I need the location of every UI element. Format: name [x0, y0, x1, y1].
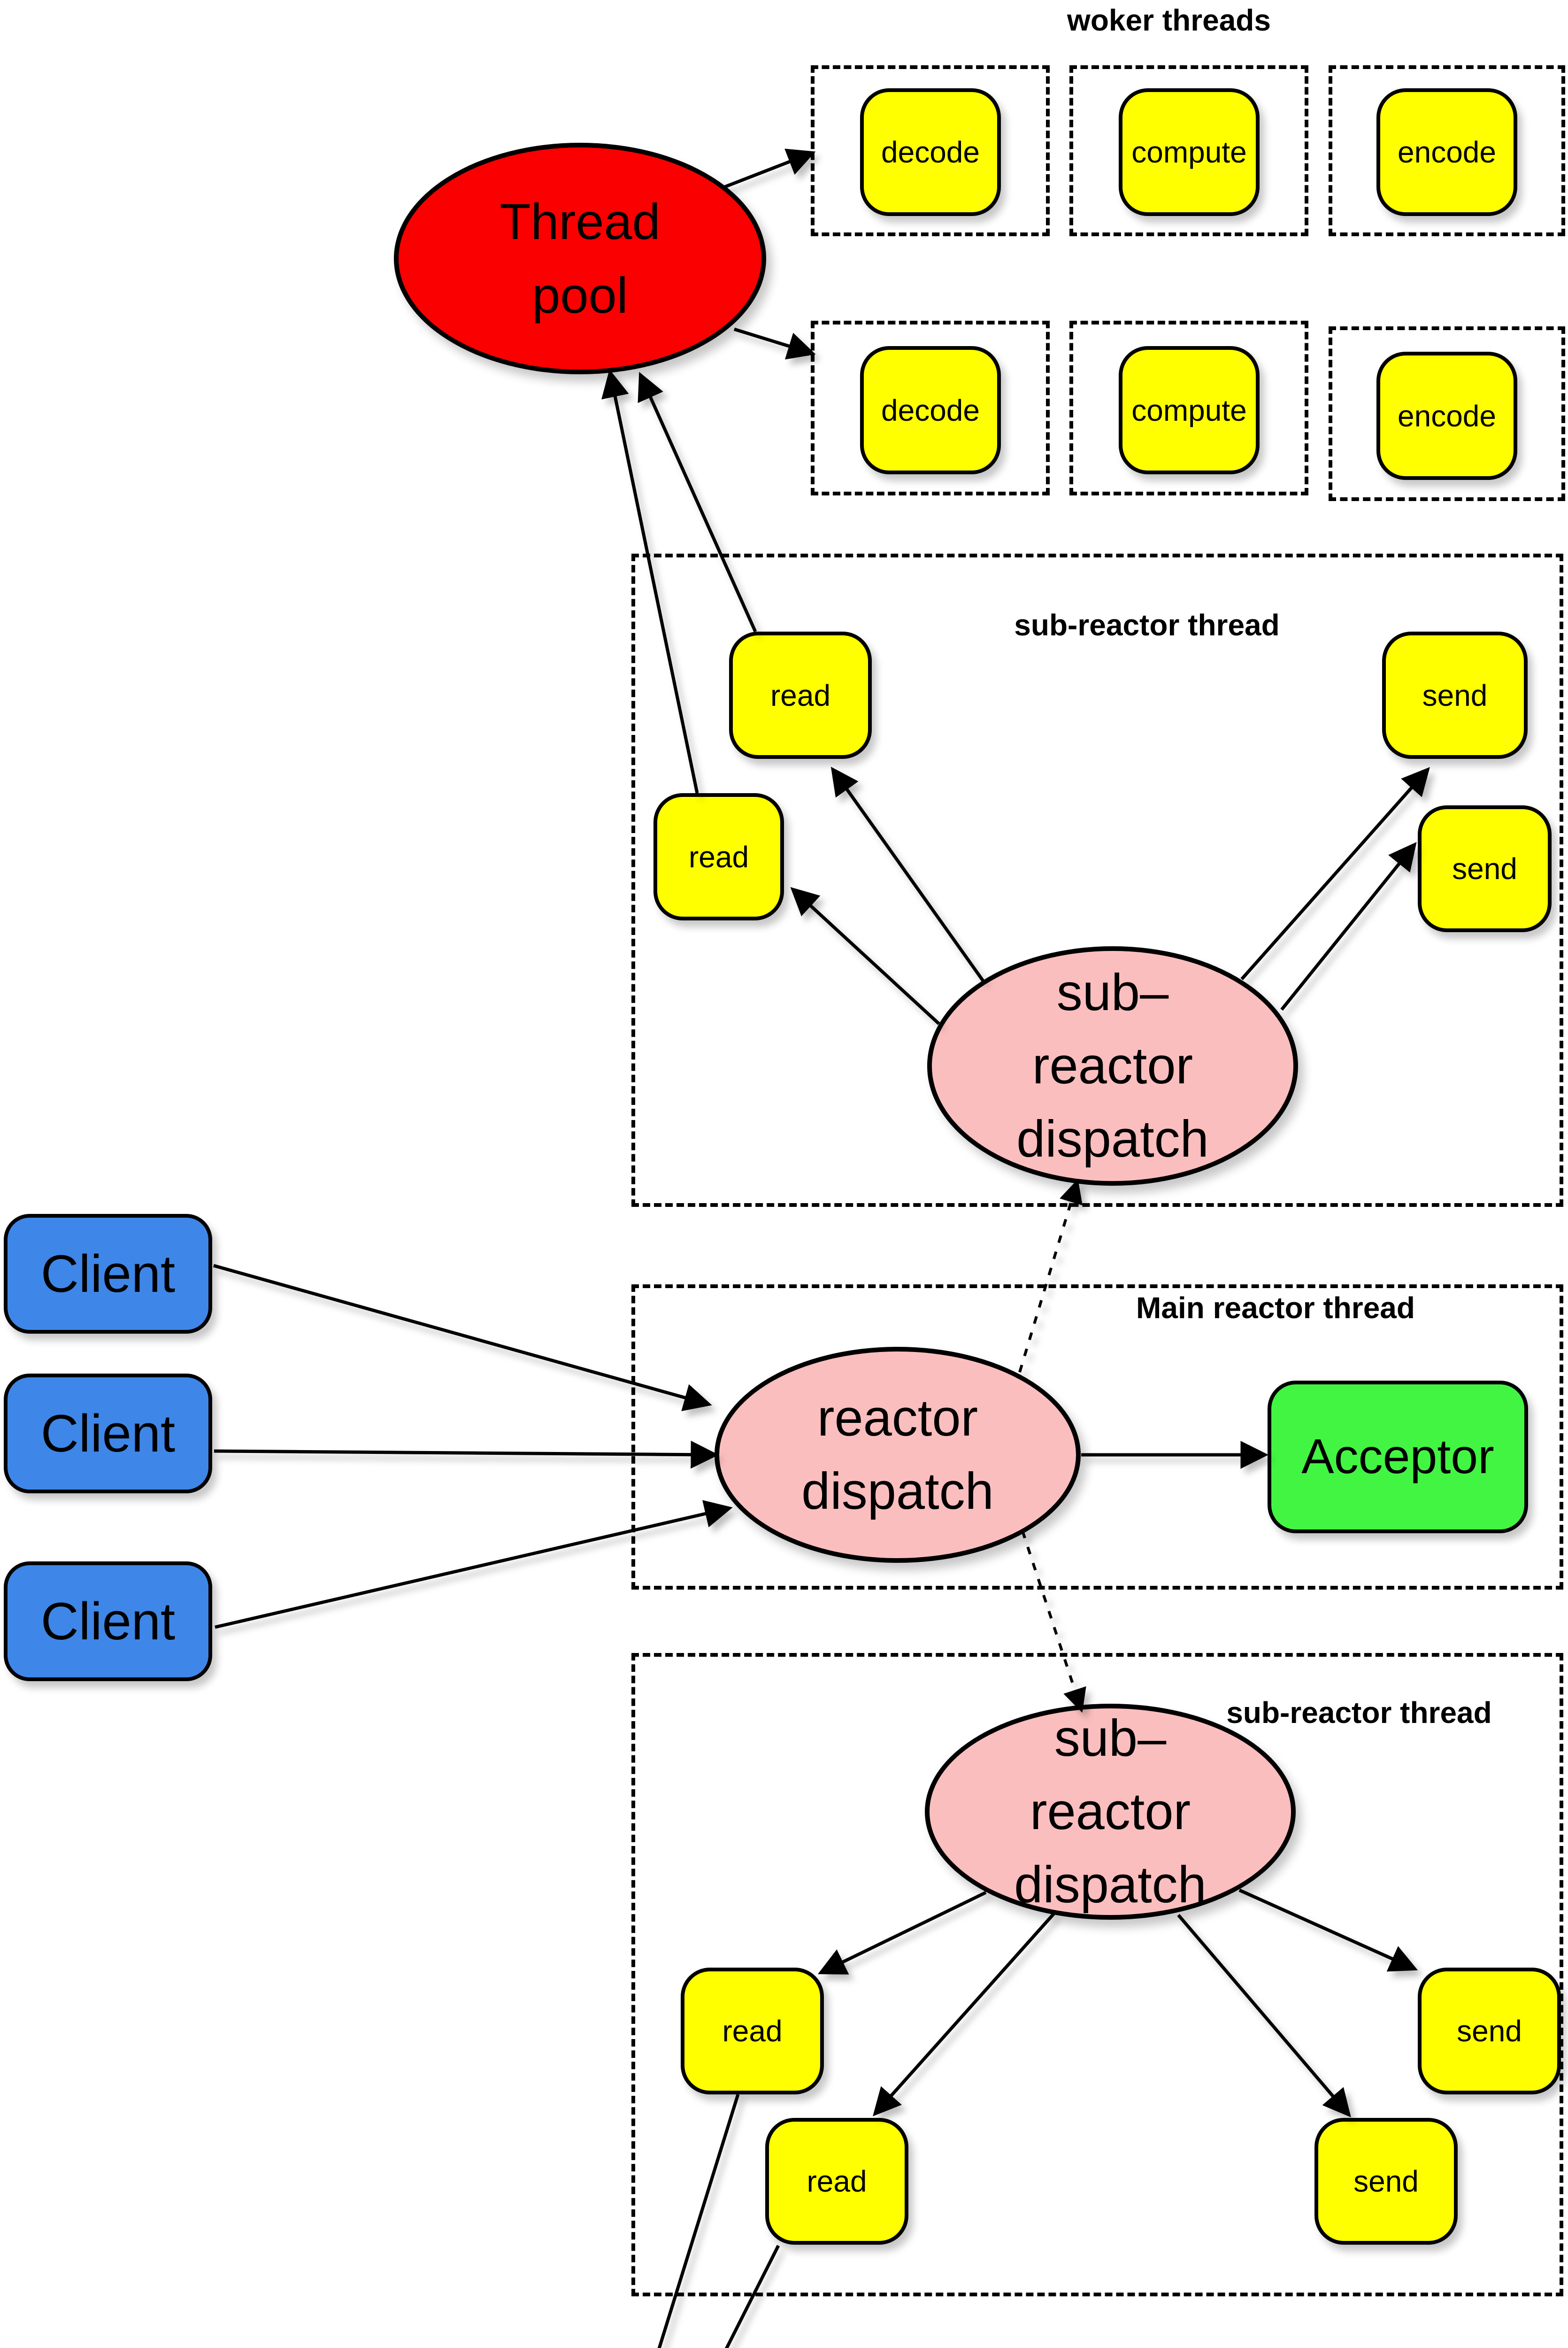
sub-reactor-dispatch-line3: dispatch: [1016, 1110, 1209, 1168]
sub-reactor-dispatch-bottom: sub– reactor dispatch: [925, 1704, 1296, 1920]
worker-cell-encode: encode: [1376, 352, 1517, 480]
worker-threads-bottom-label: woker threads: [1060, 2345, 1263, 2348]
sub-reactor-top-label: sub-reactor thread: [1014, 608, 1280, 642]
worker-thread-box: [1069, 65, 1308, 236]
main-reactor-thread-box: [631, 1284, 1563, 1590]
acceptor-node: Acceptor: [1268, 1381, 1528, 1533]
client-node: Client: [4, 1561, 212, 1681]
send-cell: send: [1382, 632, 1528, 759]
reactor-dispatch: reactor dispatch: [715, 1347, 1081, 1563]
read-cell: read: [765, 2118, 908, 2245]
sub-reactor-dispatch-line2: reactor: [1032, 1036, 1193, 1095]
sub-reactor-dispatch-line2: reactor: [1030, 1782, 1191, 1840]
sub-reactor-dispatch-line1: sub–: [1054, 1709, 1167, 1767]
reactor-dispatch-line1: reactor: [817, 1389, 978, 1447]
worker-cell-encode: encode: [1376, 88, 1517, 216]
worker-thread-box: [811, 321, 1050, 495]
sub-reactor-dispatch-top: sub– reactor dispatch: [927, 946, 1298, 1186]
arrow-threadpool-top-to-worker-row2: [733, 327, 816, 360]
worker-thread-box: [1069, 321, 1308, 495]
read-cell: read: [653, 793, 784, 920]
main-reactor-label: Main reactor thread: [1136, 1291, 1415, 1325]
worker-cell-compute: compute: [1119, 88, 1260, 216]
sub-reactor-bottom-label: sub-reactor thread: [1226, 1696, 1492, 1730]
send-cell: send: [1418, 805, 1552, 932]
send-cell: send: [1314, 2118, 1458, 2245]
thread-pool-label-line1: Thread: [500, 193, 661, 250]
worker-cell-decode: decode: [860, 346, 1001, 474]
worker-threads-top-label: woker threads: [1067, 3, 1271, 37]
send-cell: send: [1418, 1968, 1561, 2094]
thread-pool-top: Thread pool: [394, 143, 766, 374]
read-cell: read: [681, 1968, 824, 2094]
thread-pool-label-line2: pool: [532, 266, 628, 324]
worker-cell-compute: compute: [1119, 346, 1260, 474]
sub-reactor-thread-box-bottom: [631, 1653, 1563, 2296]
worker-cell-decode: decode: [860, 88, 1001, 216]
read-cell: read: [729, 632, 872, 759]
sub-reactor-thread-box-top: [631, 554, 1563, 1207]
reactor-dispatch-line2: dispatch: [801, 1462, 994, 1520]
client-node: Client: [4, 1374, 212, 1493]
worker-thread-box: [1329, 65, 1565, 236]
arrow-threadpool-top-to-worker-row1: [723, 148, 816, 189]
worker-thread-box: [1329, 326, 1565, 501]
sub-reactor-dispatch-line3: dispatch: [1014, 1856, 1207, 1914]
client-node: Client: [4, 1214, 212, 1334]
sub-reactor-dispatch-line1: sub–: [1056, 963, 1169, 1021]
